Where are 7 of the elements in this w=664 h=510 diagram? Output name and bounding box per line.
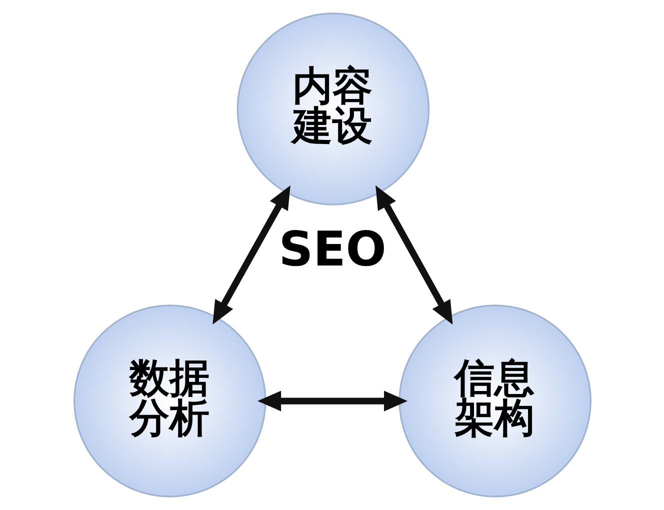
arrow (212, 185, 290, 325)
arrow (375, 185, 452, 325)
node-circle: 数据分析 (73, 304, 266, 498)
node-circle: 内容建设 (236, 12, 430, 206)
node-circle: 信息架构 (398, 304, 591, 498)
arrow (257, 390, 408, 412)
label: SEO (278, 222, 386, 278)
